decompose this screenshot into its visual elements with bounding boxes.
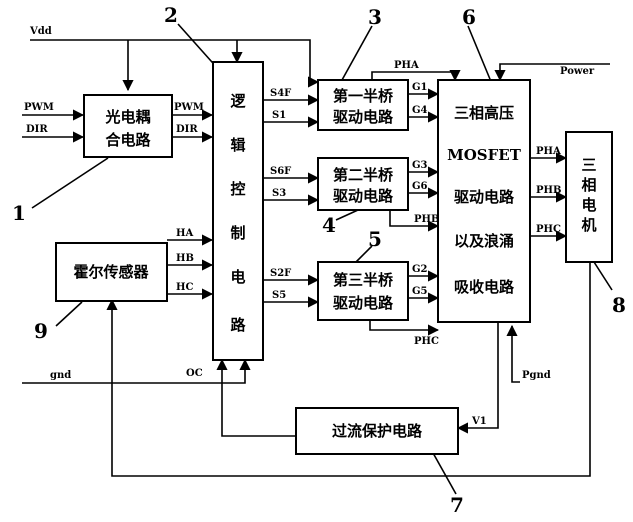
v1-label: V1	[471, 416, 487, 427]
s3-label: S3	[272, 188, 286, 199]
s5-label: S5	[272, 290, 286, 301]
callout-7: 7	[450, 493, 464, 517]
callout-6: 6	[462, 5, 476, 29]
half-bridge-2-label-line1: 第二半桥	[333, 166, 394, 184]
optocoupler-label-line2: 合电路	[104, 131, 151, 149]
half-bridge-2-label-line2: 驱动电路	[333, 187, 394, 205]
mosfet-label-line3: 驱动电路	[454, 188, 515, 206]
phb-mid-label: PHB	[414, 214, 439, 225]
signal-labels: Vdd Power PWM DIR PWM DIR HA HB HC S4F S…	[24, 26, 595, 427]
callout-5: 5	[368, 227, 382, 251]
half-bridge-3-label-line1: 第三半桥	[333, 271, 394, 289]
half-bridge-3-block: 第三半桥 驱动电路	[317, 261, 409, 321]
phc-bot-label: PHC	[414, 336, 439, 347]
pha-out-label: PHA	[536, 146, 561, 157]
mosfet-label-line1: 三相高压	[454, 104, 514, 122]
overcurrent-label: 过流保护电路	[332, 422, 423, 440]
logic-label-char4: 制	[230, 224, 245, 242]
pha-top-label: PHA	[394, 60, 419, 71]
hall-sensor-block: 霍尔传感器	[55, 242, 168, 302]
dir-out-label: DIR	[176, 124, 198, 135]
half-bridge-1-label-line1: 第一半桥	[333, 87, 394, 105]
mosfet-label-line4: 以及浪涌	[454, 232, 514, 250]
phb-out-label: PHB	[536, 185, 561, 196]
g5-label: G5	[412, 286, 428, 297]
s1-label: S1	[272, 110, 286, 121]
g2-label: G2	[412, 264, 428, 275]
s6f-label: S6F	[270, 166, 291, 177]
motor-label-char1: 三	[581, 156, 596, 174]
callout-1: 1	[12, 201, 26, 225]
half-bridge-2-block: 第二半桥 驱动电路	[317, 157, 409, 211]
logic-label-char3: 控	[230, 180, 245, 198]
half-bridge-1-block: 第一半桥 驱动电路	[317, 79, 409, 131]
callout-4: 4	[322, 213, 336, 237]
half-bridge-1-label-line2: 驱动电路	[333, 108, 394, 126]
g3-label: G3	[412, 160, 428, 171]
overcurrent-block: 过流保护电路	[295, 407, 459, 455]
g6-label: G6	[412, 181, 428, 192]
dir-in-label: DIR	[26, 124, 48, 135]
half-bridge-3-label-line2: 驱动电路	[333, 294, 394, 312]
logic-label-char6: 路	[230, 316, 246, 334]
hc-label: HC	[176, 282, 193, 293]
wires	[22, 39, 610, 477]
pwm-in-label: PWM	[24, 102, 54, 113]
hall-sensor-label: 霍尔传感器	[73, 263, 149, 281]
logic-label-char1: 逻	[230, 92, 246, 110]
motor-label-char2: 相	[581, 176, 596, 194]
logic-label-char5: 电	[230, 268, 245, 286]
phc-out-label: PHC	[536, 224, 561, 235]
g1-label: G1	[412, 82, 428, 93]
s4f-label: S4F	[270, 88, 291, 99]
motor-label-char3: 电	[581, 196, 596, 214]
hb-label: HB	[176, 253, 194, 264]
g4-label: G4	[412, 105, 428, 116]
callout-2: 2	[164, 3, 178, 27]
s2f-label: S2F	[270, 268, 291, 279]
ha-label: HA	[176, 228, 193, 239]
motor-block: 三 相 电 机	[565, 131, 613, 263]
optocoupler-label-line1: 光电耦	[104, 108, 150, 126]
gnd-label: gnd	[50, 370, 71, 381]
callout-3: 3	[368, 5, 382, 29]
mosfet-block: 三相高压 MOSFET 驱动电路 以及浪涌 吸收电路	[437, 79, 531, 323]
callout-8: 8	[612, 293, 626, 317]
pgnd-label: Pgnd	[522, 370, 551, 381]
callout-numbers: 1 2 3 4 5 6 7 8 9	[12, 3, 626, 517]
callout-9: 9	[34, 319, 48, 343]
vdd-label: Vdd	[29, 26, 52, 37]
optocoupler-block: 光电耦 合电路	[83, 94, 173, 158]
logic-label-char2: 辑	[230, 136, 245, 154]
logic-control-block: 逻 辑 控 制 电 路	[212, 61, 264, 361]
mosfet-label-line5: 吸收电路	[454, 278, 515, 296]
motor-label-char4: 机	[581, 216, 596, 234]
power-label: Power	[560, 66, 595, 77]
mosfet-label-line2: MOSFET	[447, 146, 522, 164]
oc-label: OC	[186, 368, 203, 379]
pwm-out-label: PWM	[174, 102, 204, 113]
